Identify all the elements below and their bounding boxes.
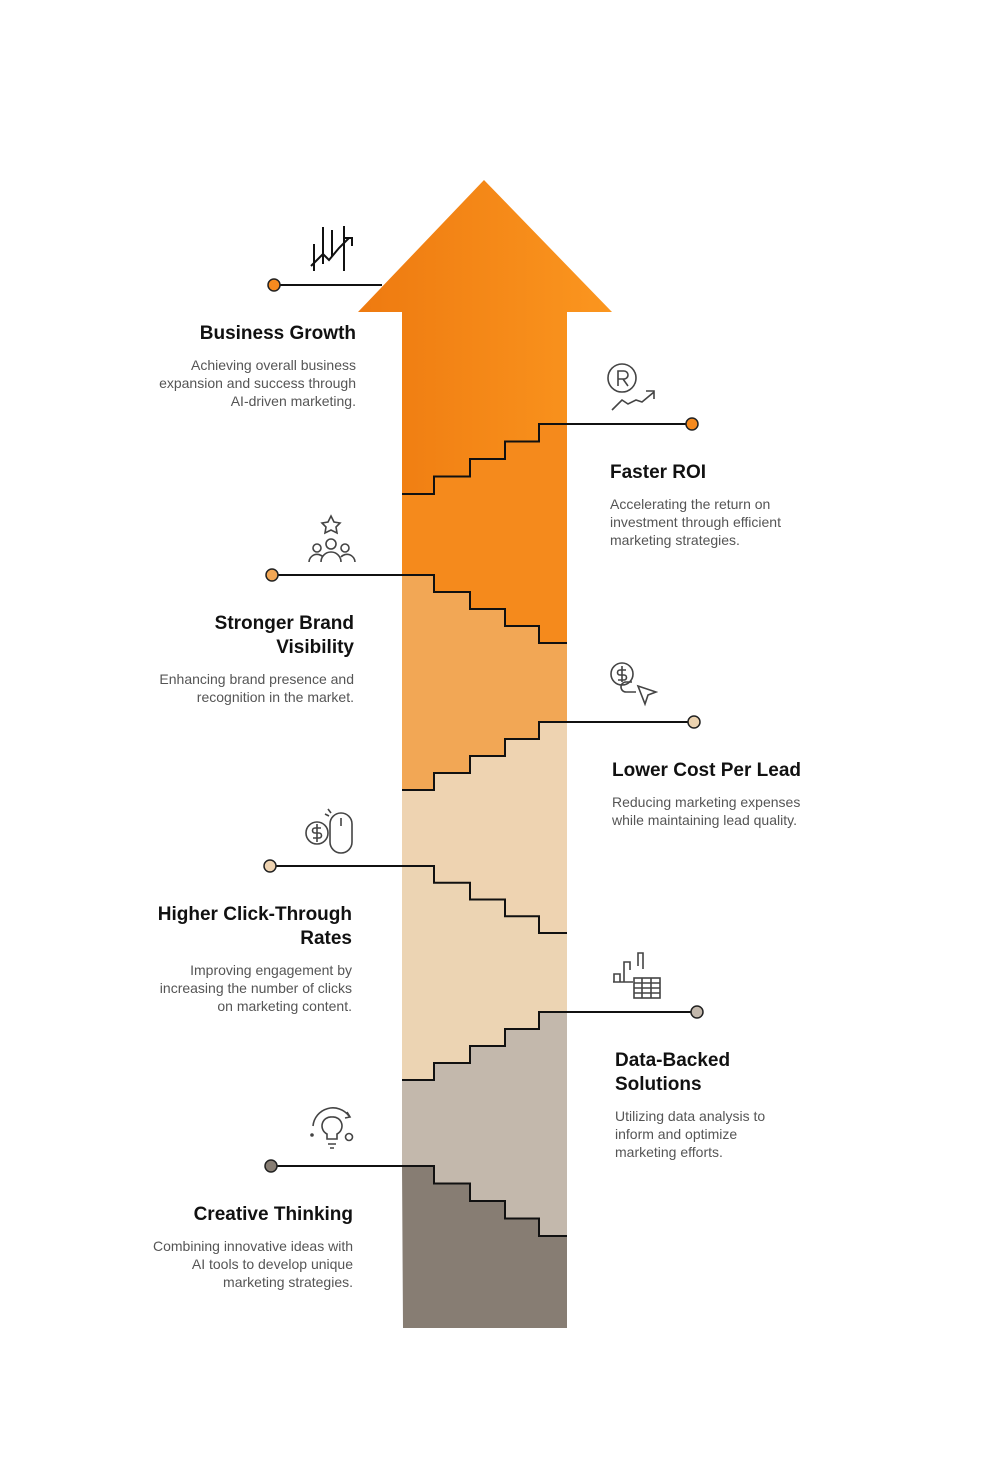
step-description: Enhancing brand presence and recognition…: [159, 671, 354, 705]
step-title: Business Growth: [199, 323, 356, 344]
arrow-segment: [402, 424, 567, 643]
step-business-growth: Business Growth Achieving overall busine…: [156, 322, 356, 410]
connector-dot: [264, 1159, 278, 1173]
step-title: Faster ROI: [610, 462, 707, 483]
connector-dot: [265, 568, 279, 582]
connector-line: [402, 1011, 697, 1081]
step-description: Reducing marketing expenses while mainta…: [612, 794, 801, 828]
step-title: Data-Backed Solutions: [615, 1050, 731, 1095]
step-title: Stronger Brand Visibility: [214, 613, 354, 658]
step-click-through: Higher Click-Through Rates Improving eng…: [152, 903, 352, 1015]
step-description: Accelerating the return on investment th…: [610, 496, 781, 548]
growth-chart-icon: [308, 224, 358, 274]
step-description: Achieving overall business expansion and…: [159, 357, 356, 409]
step-description: Improving engagement by increasing the n…: [159, 962, 352, 1014]
connector-line: [402, 721, 694, 791]
step-title: Higher Click-Through Rates: [157, 904, 352, 949]
arrow-segment: [402, 1166, 567, 1328]
arrow-segment: [402, 1012, 567, 1236]
connector-dot: [687, 715, 701, 729]
connector-dot: [267, 278, 281, 292]
chart-table-icon: [612, 950, 662, 1000]
arrow-segment: [402, 866, 567, 1080]
roi-icon: [606, 362, 656, 412]
connector-dot: [685, 417, 699, 431]
step-description: Utilizing data analysis to inform and op…: [615, 1108, 766, 1160]
step-creative-thinking: Creative Thinking Combining innovative i…: [153, 1203, 353, 1291]
step-title: Creative Thinking: [193, 1204, 353, 1225]
step-data-backed: Data-Backed Solutions Utilizing data ana…: [615, 1049, 795, 1161]
connector-line: [402, 423, 692, 495]
step-faster-roi: Faster ROI Accelerating the return on in…: [610, 461, 810, 549]
step-brand-visibility: Stronger Brand Visibility Enhancing bran…: [154, 612, 354, 706]
arrow-segment: [358, 180, 612, 494]
dollar-cursor-icon: [608, 660, 659, 710]
arrow-segment: [402, 722, 567, 933]
lightbulb-icon: [307, 1104, 357, 1154]
connector-dot: [263, 859, 277, 873]
step-title: Lower Cost Per Lead: [612, 760, 801, 781]
connector-dot: [690, 1005, 704, 1019]
arrow-segment: [402, 575, 567, 790]
connector-line: [271, 1165, 567, 1237]
step-lower-cost: Lower Cost Per Lead Reducing marketing e…: [612, 759, 812, 829]
connector-line: [270, 865, 567, 934]
step-description: Combining innovative ideas with AI tools…: [153, 1238, 353, 1290]
dollar-mouse-icon: [304, 806, 354, 856]
connector-line: [272, 574, 567, 644]
audience-star-icon: [307, 513, 357, 563]
